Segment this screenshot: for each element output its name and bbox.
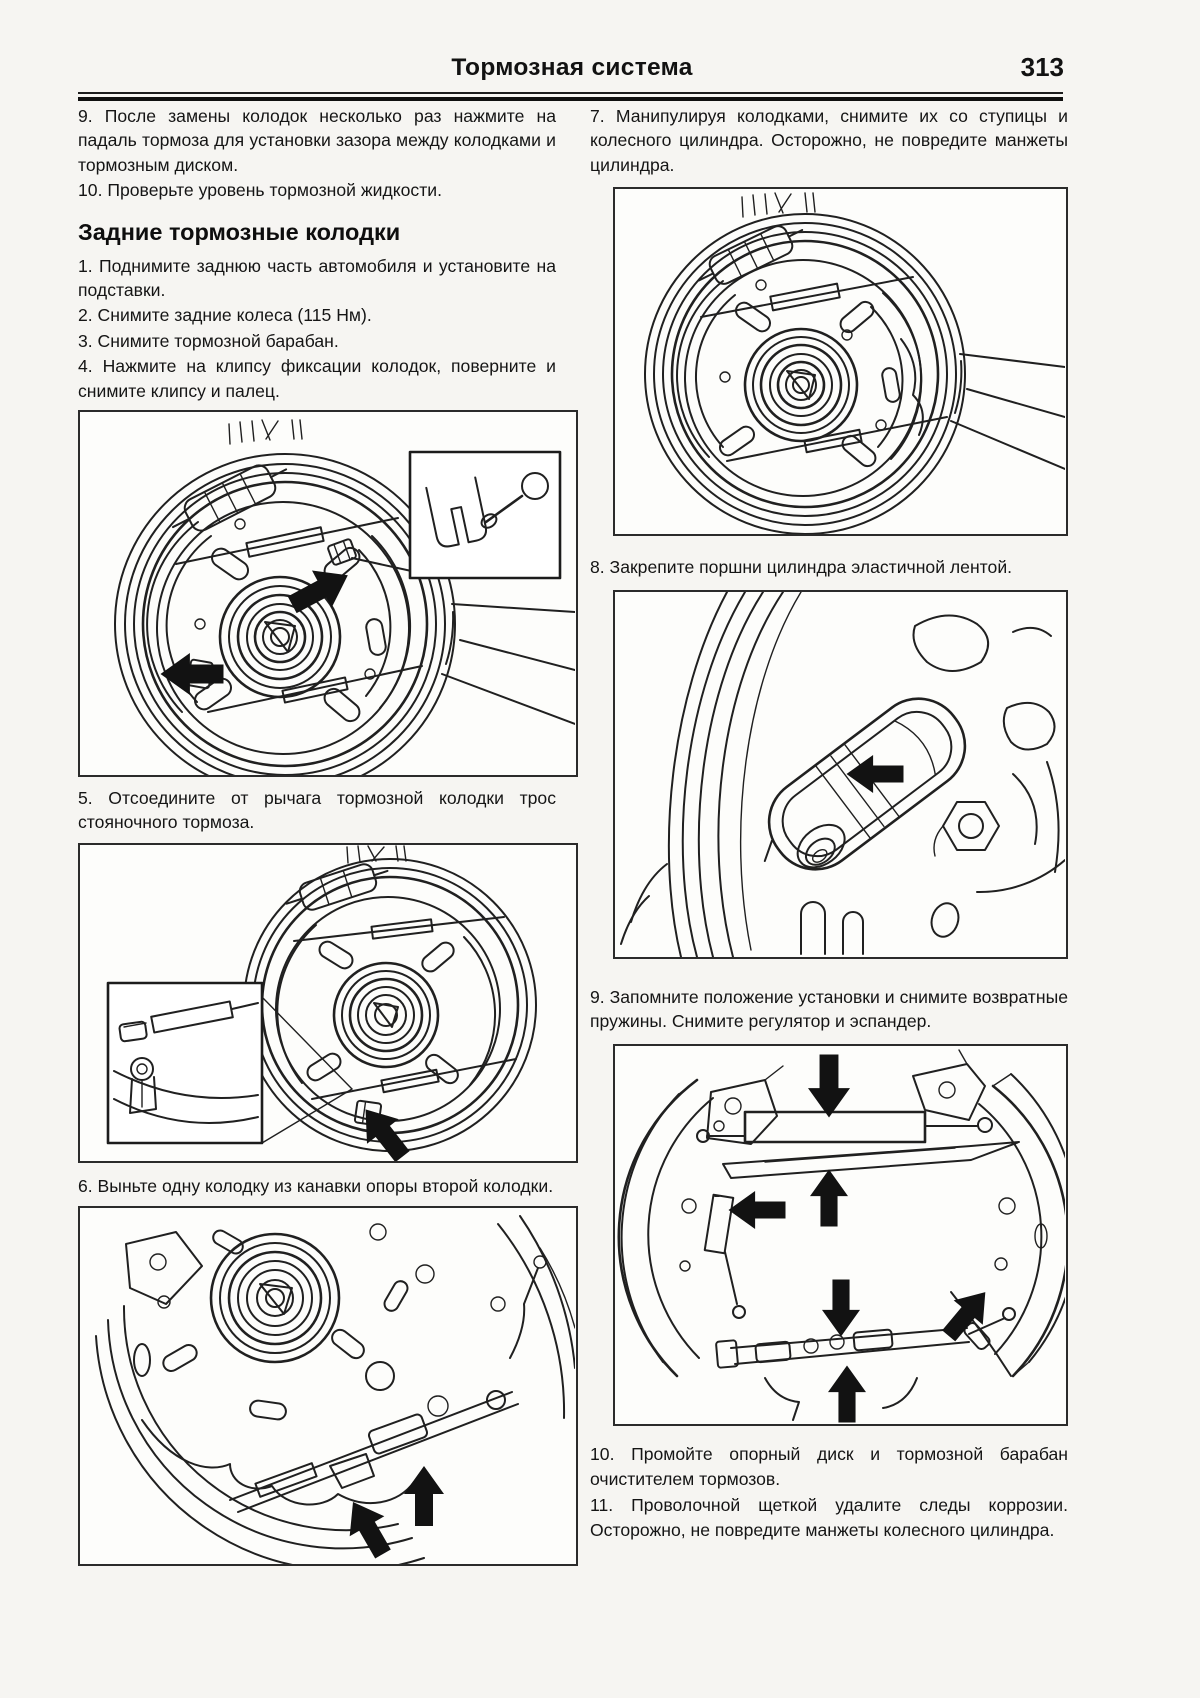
figure-step6-shoe-groove [78, 1206, 578, 1567]
figure-step8-wheel-cylinder [613, 589, 1068, 959]
section-heading-rear-shoes: Задние тормозные колодки [78, 218, 401, 245]
step-9-front: 9. После замены колодок несколько раз на… [78, 106, 556, 175]
drum-brake-clip-diagram [114, 419, 575, 776]
caption-step-9: 9. Запомните положение установки и сними… [590, 986, 1068, 1032]
caption-step-7: 7. Манипулируя колодками, снимите их со … [590, 106, 1068, 175]
step-1: 1. Поднимите заднюю часть автомобиля и у… [78, 255, 556, 301]
brake-shoes-springs-diagram [617, 1049, 1065, 1423]
wheel-cylinder-diagram [620, 591, 1065, 957]
caption-step-11: 11. Проволочной щеткой удалите следы кор… [590, 1495, 1068, 1540]
header-rule [78, 92, 1063, 101]
drum-brake-cable-diagram [106, 845, 537, 1161]
page-title: Тормозная система [451, 54, 693, 81]
caption-step-10: 10. Промойте опорный диск и тормозной ба… [590, 1444, 1068, 1489]
step-10-front: 10. Проверьте уровень тормозной жидкости… [78, 180, 442, 201]
left-column: 9. После замены колодок несколько раз на… [78, 104, 578, 1567]
figure-step4-clip-and-pin [78, 410, 578, 778]
drum-brake-axle-diagram [644, 192, 1065, 535]
figure-step5-parking-cable [78, 842, 578, 1163]
step-3: 3. Снимите тормозной барабан. [78, 330, 339, 351]
figure-step7-remove-shoes [613, 187, 1068, 537]
caption-step-5: 5. Отсоедините от рычага тормозной колод… [78, 788, 556, 833]
caption-step-8: 8. Закрепите поршни цилиндра эластичной … [590, 557, 1013, 578]
page-number: 313 [1020, 52, 1064, 82]
caption-step-6: 6. Выньте одну колодку из канавки опоры … [78, 1175, 554, 1196]
figure-step9-return-springs [613, 1044, 1068, 1427]
page-content: Тормозная система 313 9. После замены ко… [78, 0, 1068, 1698]
drum-brake-lower-diagram [95, 1215, 575, 1565]
step-2: 2. Снимите задние колеса (115 Нм). [78, 305, 372, 326]
right-column: 7. Манипулируя колодками, снимите их со … [590, 104, 1068, 1542]
step-4: 4. Нажмите на клипсу фиксации колодок, п… [78, 356, 556, 401]
